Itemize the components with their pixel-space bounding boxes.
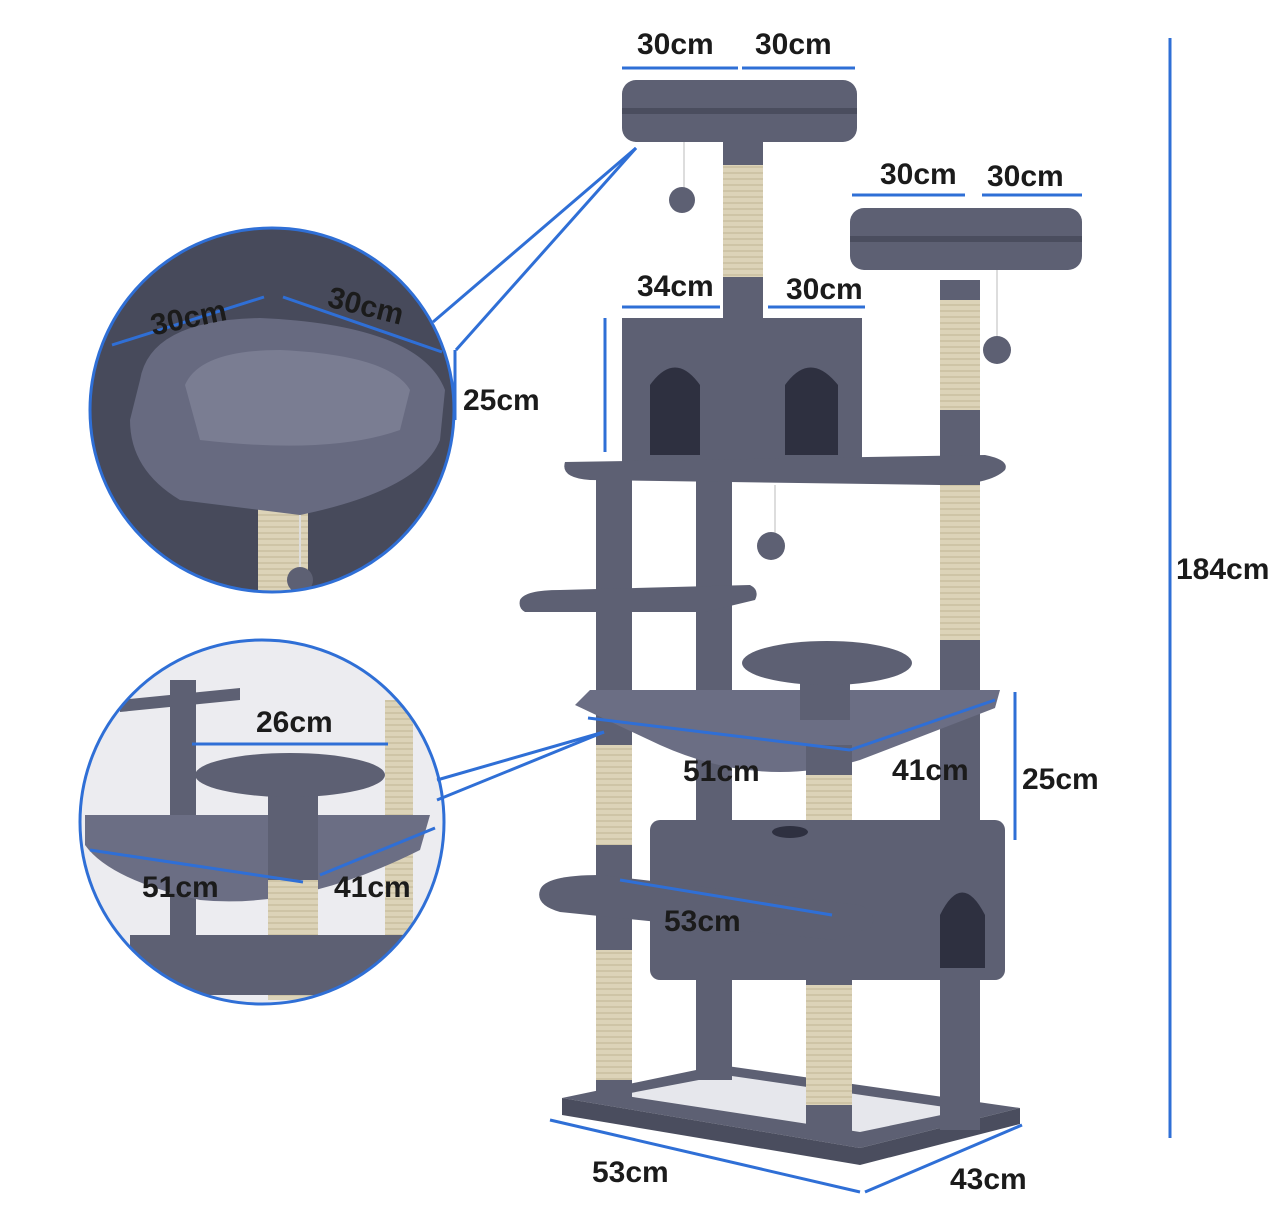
right-perch-width-label: 30cm — [880, 158, 957, 191]
zoom-top-height-label: 25cm — [463, 384, 540, 417]
zoom-hammock — [78, 638, 446, 1006]
right-perch-depth-label: 30cm — [987, 160, 1064, 193]
toy-ball — [983, 336, 1011, 364]
sisal-wrap — [940, 300, 980, 410]
zoom-hammock-depth-label: 41cm — [334, 871, 411, 904]
sisal-wrap — [723, 165, 763, 277]
upper-platform — [564, 455, 1006, 485]
hammock — [575, 690, 1000, 772]
toy-ball — [757, 532, 785, 560]
sisal-wrap — [596, 745, 632, 845]
lower-platform — [539, 875, 874, 940]
lower-platform-label: 53cm — [664, 905, 741, 938]
zoom-hammock-width-label: 51cm — [142, 871, 219, 904]
condo-depth-label: 30cm — [786, 273, 863, 306]
top-perch-depth-label: 30cm — [755, 28, 832, 61]
hammock-depth-label: 41cm — [892, 754, 969, 787]
zoom-platform-label: 26cm — [256, 706, 333, 739]
cat-tree — [519, 80, 1082, 1165]
dimension-lines — [89, 38, 1172, 1194]
sisal-wrap — [596, 950, 632, 1080]
total-height-label: 184cm — [1176, 553, 1270, 586]
base-width-label: 53cm — [592, 1156, 669, 1189]
lower-condo — [650, 820, 1005, 980]
side-step — [519, 585, 757, 612]
sisal-wrap — [806, 985, 852, 1105]
condo-width-label: 34cm — [637, 270, 714, 303]
sisal-wrap — [940, 485, 980, 640]
hammock-height-label: 25cm — [1022, 763, 1099, 796]
hammock-platform — [742, 641, 912, 685]
base-depth-label: 43cm — [950, 1163, 1027, 1196]
hammock-width-label: 51cm — [683, 755, 760, 788]
zoom-top-perch — [88, 226, 456, 594]
toy-ball — [669, 187, 695, 213]
top-perch-width-label: 30cm — [637, 28, 714, 61]
